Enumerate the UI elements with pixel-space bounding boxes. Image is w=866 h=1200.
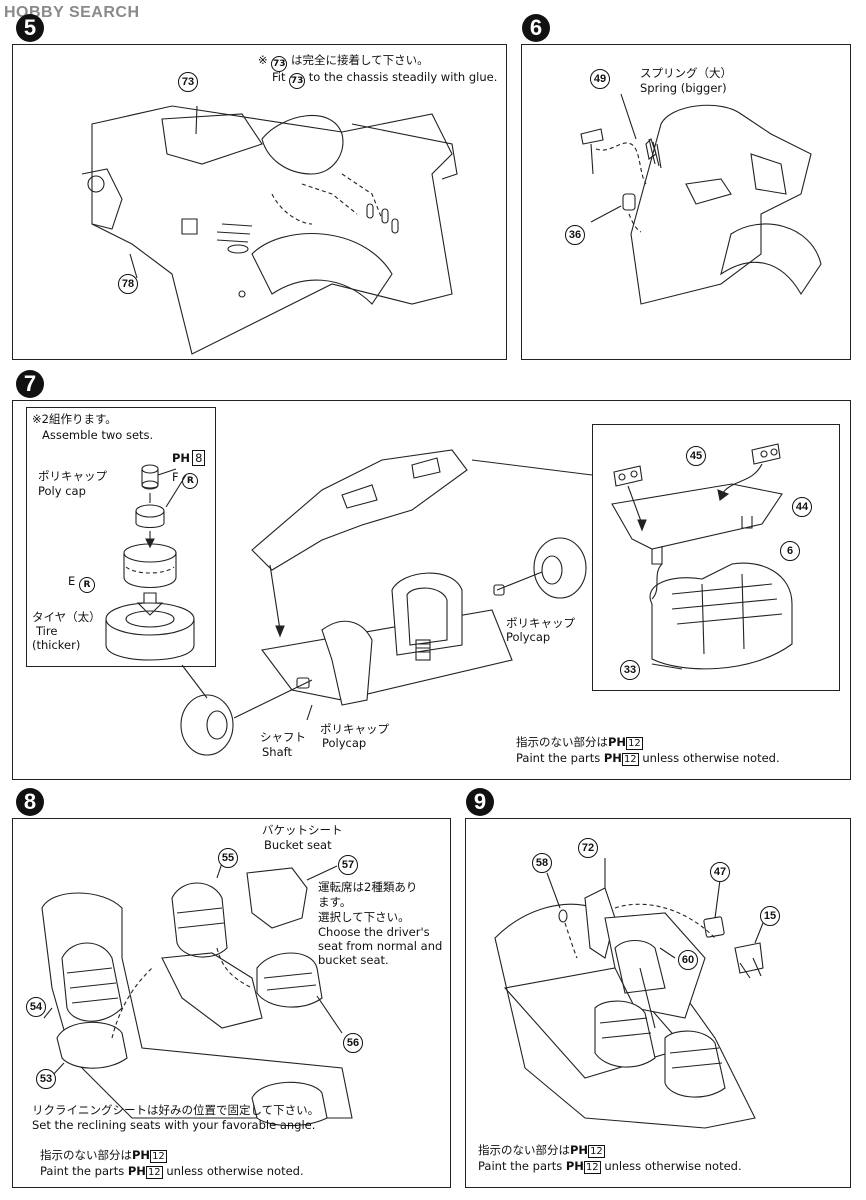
e-label: E R: [68, 574, 95, 593]
part-ref-73: 73: [271, 56, 288, 72]
ph8-number: 8: [192, 450, 206, 466]
bucket-seat-jp: バケットシート: [262, 823, 343, 837]
recline-note-en: Set the reclining seats with your favora…: [32, 1118, 316, 1132]
part-56-label: 56: [343, 1033, 363, 1053]
driver-note-4: Choose the driver's: [318, 925, 430, 939]
step-6-drawing: [580, 93, 822, 305]
tire-en2: (thicker): [32, 638, 81, 652]
paint-en-pre: Paint the parts: [516, 751, 601, 765]
driver-note-1: 運転席は2種類あり: [318, 880, 418, 894]
part-36-label: 36: [565, 225, 585, 245]
ph12-9: 12: [588, 1145, 605, 1158]
polycap-jp: ポリキャップ: [38, 469, 107, 483]
ph-prefix-7: PH: [608, 735, 627, 749]
part-44-label: 44: [792, 497, 812, 517]
recline-note-jp: リクライニングシートは好みの位置で固定して下さい。: [32, 1103, 320, 1117]
f-letter: F: [172, 470, 179, 484]
polycap3-en: Polycap: [322, 736, 367, 750]
driver-note-2: ます。: [318, 895, 352, 909]
driver-note-6: bucket seat.: [318, 953, 389, 967]
driver-note-3: 選択して下さい。: [318, 910, 410, 924]
inset-note-en: Assemble two sets.: [42, 428, 154, 442]
polycap2-en: Polycap: [506, 630, 551, 644]
ph12-8b: 12: [145, 1166, 163, 1179]
ph12-8: 12: [150, 1150, 167, 1163]
part-47-label: 47: [710, 862, 730, 882]
ph12-7b: 12: [621, 753, 639, 766]
spring-label-jp: スプリング（大）: [640, 66, 732, 80]
part-ref-73-en: 73: [289, 73, 306, 89]
shaft-jp: シャフト: [260, 730, 306, 744]
ph-prefix-7b: PH: [603, 751, 622, 765]
note-en-post: to the chassis steadily with glue.: [308, 70, 498, 84]
paint-en-post-8: unless otherwise noted.: [166, 1164, 304, 1178]
tire-en: Tire: [36, 624, 58, 638]
step-5-note-jp: ※ 73 は完全に接着して下さい。: [258, 53, 429, 72]
part-33-label: 33: [620, 660, 640, 680]
part-49-label: 49: [590, 69, 610, 89]
paint-en-pre-8: Paint the parts: [40, 1164, 125, 1178]
spring-label-en: Spring (bigger): [640, 81, 727, 95]
inset-note-jp: ※2組作ります。: [32, 412, 117, 426]
part-6-label: 6: [780, 541, 800, 561]
ph-prefix-9: PH: [570, 1143, 589, 1157]
step-9-interior-drawing: [494, 858, 764, 1129]
step-8-number: 8: [16, 788, 44, 816]
part-15-label: 15: [760, 906, 780, 926]
ph-prefix-9b: PH: [565, 1159, 584, 1173]
part-73-label: 73: [178, 72, 198, 92]
shaft-en: Shaft: [262, 745, 292, 759]
paint-en-post: unless otherwise noted.: [642, 751, 780, 765]
step-6-number: 6: [522, 14, 550, 42]
ph12-7: 12: [626, 737, 643, 750]
step-5-number: 5: [16, 14, 44, 42]
ph-prefix-8b: PH: [127, 1164, 146, 1178]
step-7-wheel-inset: [26, 407, 216, 667]
note-jp-text: は完全に接着して下さい。: [290, 53, 429, 67]
ph-prefix-8: PH: [132, 1148, 151, 1162]
part-53-label: 53: [36, 1069, 56, 1089]
bucket-seat-en: Bucket seat: [264, 838, 332, 852]
driver-note-5: seat from normal and: [318, 939, 443, 953]
part-54-label: 54: [26, 997, 46, 1017]
part-78-label: 78: [118, 274, 138, 294]
paint-jp-text-9: 指示のない部分は: [478, 1143, 570, 1157]
note-en-pre: Fit: [272, 70, 286, 84]
part-60-label: 60: [678, 950, 698, 970]
polycap3-jp: ポリキャップ: [320, 722, 389, 736]
part-72-label: 72: [578, 838, 598, 858]
part-55-label: 55: [218, 848, 238, 868]
step-5-note-en: Fit 73 to the chassis steadily with glue…: [272, 70, 497, 89]
part-58-label: 58: [532, 853, 552, 873]
step-5-chassis-drawing: [81, 105, 458, 355]
rear-seat-drawing: [611, 443, 793, 670]
part-45-label: 45: [686, 446, 706, 466]
paint-jp-text-8: 指示のない部分は: [40, 1148, 132, 1162]
ph-prefix: PH: [172, 451, 191, 465]
ph12-9b: 12: [583, 1161, 601, 1174]
tire-jp: タイヤ（太）: [32, 610, 101, 624]
note-prefix: ※: [258, 53, 268, 67]
paint-jp-text: 指示のない部分は: [516, 735, 608, 749]
polycap-en: Poly cap: [38, 484, 86, 498]
paint-en-pre-9: Paint the parts: [478, 1159, 563, 1173]
step-9-number: 9: [466, 788, 494, 816]
polycap2-jp: ポリキャップ: [506, 616, 575, 630]
e-letter: E: [68, 574, 76, 588]
step-7-number: 7: [16, 370, 44, 398]
step-7-body-drawing: [180, 449, 593, 756]
step-8-seats-drawing: [41, 862, 353, 1127]
wheel-assembly-drawing: [105, 464, 195, 661]
part-57-label: 57: [338, 855, 358, 875]
paint-en-post-9: unless otherwise noted.: [604, 1159, 742, 1173]
r-mark-e: R: [78, 577, 95, 593]
